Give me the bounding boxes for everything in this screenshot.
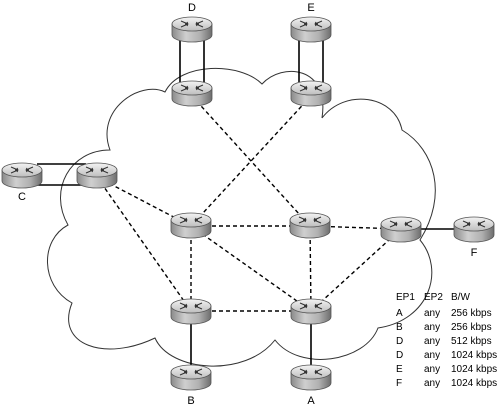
router-c [1, 162, 43, 189]
table-cell: any [424, 378, 440, 389]
virtual-circuits [96, 95, 402, 312]
router-cloud-e [290, 80, 332, 107]
table-header-ep2: EP2 [424, 292, 443, 303]
table-cell: 256 kbps [451, 308, 492, 319]
table-cell: any [424, 350, 440, 361]
router-bottom-left [170, 298, 212, 325]
table-header-ep1: EP1 [396, 292, 415, 303]
vc-d-center [191, 95, 311, 227]
table-cell: D [396, 350, 403, 361]
table-cell: F [396, 378, 402, 389]
router-b [170, 364, 212, 391]
table-cell: D [396, 336, 403, 347]
router-bottom-right [290, 298, 332, 325]
table-cell: any [424, 364, 440, 375]
label-e: E [307, 2, 314, 14]
router-cloud-c [76, 162, 118, 189]
table-cell: 1024 kbps [451, 364, 497, 375]
router-center-left [170, 212, 212, 239]
table-cell: 1024 kbps [451, 350, 497, 361]
label-a: A [307, 395, 315, 407]
table-cell: B [396, 322, 403, 333]
bandwidth-table: EP1 EP2 B/W A any 256 kbps B any 256 kbp… [396, 292, 497, 389]
router-center-right [289, 212, 331, 239]
table-cell: E [396, 364, 403, 375]
router-cloud-d [171, 80, 213, 107]
label-c: C [18, 191, 26, 203]
label-f: F [471, 247, 478, 259]
table-cell: any [424, 308, 440, 319]
router-e [290, 16, 332, 43]
table-cell: any [424, 336, 440, 347]
table-cell: 256 kbps [451, 322, 492, 333]
router-d [171, 16, 213, 43]
label-d: D [188, 2, 196, 14]
vc-right-v [309, 225, 312, 312]
label-b: B [187, 395, 194, 407]
router-f [453, 216, 495, 243]
network-cloud [47, 68, 436, 367]
vc-e-center [190, 95, 312, 227]
vc-c-bottom [96, 176, 192, 312]
vc-diag-down [190, 225, 312, 312]
table-header-bw: B/W [451, 292, 470, 303]
router-cloud-f [380, 216, 422, 243]
access-links [37, 34, 454, 370]
vc-f-bottom [310, 228, 402, 312]
table-cell: 512 kbps [451, 336, 492, 347]
table-cell: any [424, 322, 440, 333]
table-cell: A [396, 308, 403, 319]
router-a [290, 364, 332, 391]
table-cell: 1024 kbps [451, 378, 497, 389]
